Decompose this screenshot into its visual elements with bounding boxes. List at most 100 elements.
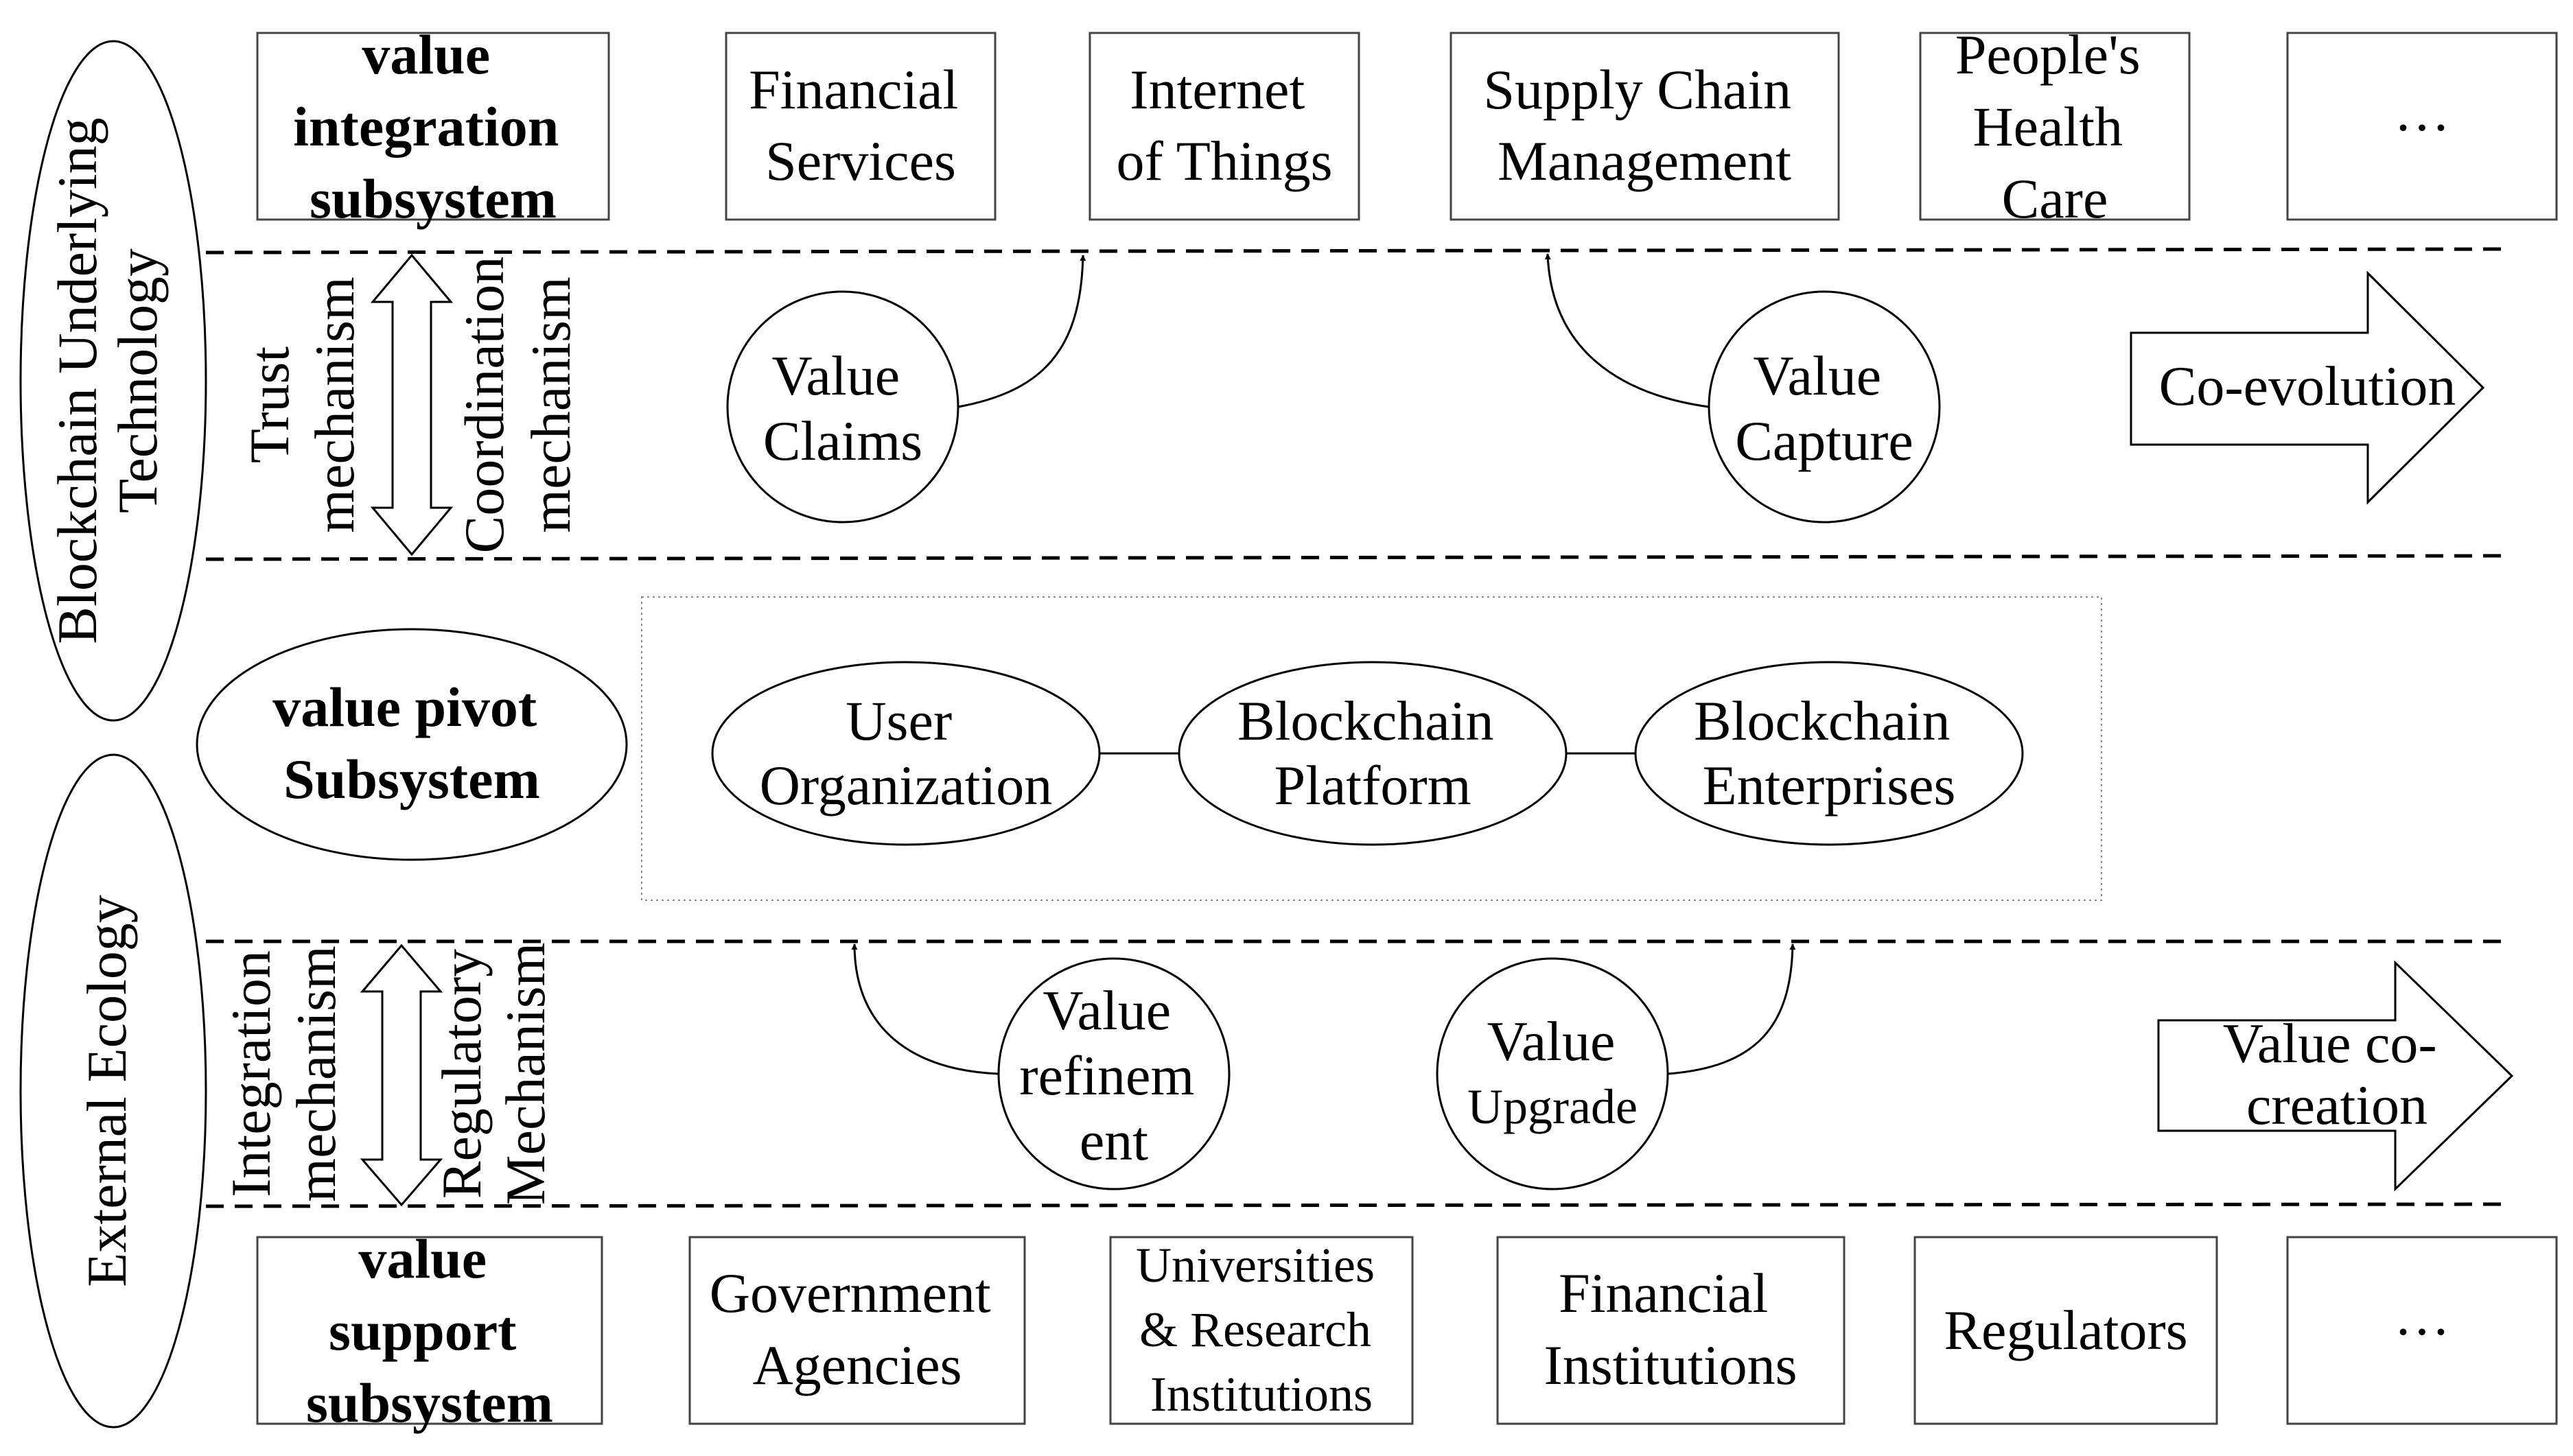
svg-text:Blockchain Enterprises: Blockchain Enterprises <box>1694 690 1964 817</box>
user-organization-node: User Organization <box>711 661 1101 846</box>
supply-chain-line1: Supply Chain <box>1483 58 1791 121</box>
integration-mechanism-line1: Integration <box>220 950 282 1197</box>
value-upgrade-arrow <box>1667 943 1796 1075</box>
svg-text:Technology: Technology <box>106 248 169 513</box>
co-evolution-label: Co-evolution <box>2159 355 2456 417</box>
lower-band: Integration mechanism Regulatory Mechani… <box>220 943 2514 1207</box>
trust-coordination-double-arrow <box>370 253 454 556</box>
svg-text:Financial Services: Financial Services <box>749 58 973 192</box>
svg-text:Internet of Things: Internet of Things <box>1116 58 1332 192</box>
value-integration-line1: value <box>362 23 490 86</box>
external-ecology-label: External Ecology <box>75 895 138 1287</box>
svg-text:Government Agencies: Government Agencies <box>710 1262 1005 1396</box>
value-upgrade-node: Value Upgrade <box>1436 957 1669 1190</box>
svg-text:User Organization: User Organization <box>760 690 1053 817</box>
health-care-line1: People's <box>1955 23 2141 86</box>
value-co-creation-arrow: Value co- creation <box>2157 960 2514 1192</box>
value-refinement-line2: refinem <box>1019 1044 1194 1107</box>
regulatory-mechanism-line1: Regulatory <box>430 949 493 1199</box>
blockchain-technology-label-line1: Blockchain Underlying <box>46 117 108 644</box>
value-claims-node: Value Claims <box>726 290 959 524</box>
regulators-box: Regulators <box>1913 1236 2218 1425</box>
value-upgrade-line1: Value <box>1487 1010 1616 1072</box>
svg-text:Value Claims: Value Claims <box>763 344 922 472</box>
svg-text:Value co- creation: Value co- creation <box>2223 1012 2451 1136</box>
user-organization-line1: User <box>846 690 952 752</box>
top-ellipsis: … <box>2394 80 2450 143</box>
blockchain-platform-node: Blockchain Platform <box>1178 661 1568 846</box>
separator-1 <box>205 247 2506 255</box>
financial-institutions-box: Financial Institutions <box>1496 1236 1846 1425</box>
svg-text:Integration: Integration <box>220 950 282 1197</box>
universities-line3: Institutions <box>1150 1367 1373 1422</box>
government-agencies-box: Government Agencies <box>688 1236 1026 1425</box>
separator-4 <box>205 1202 2506 1208</box>
upper-band: Trust mechanism Coordination mechanism V… <box>238 253 2485 556</box>
value-capture-line1: Value <box>1753 344 1881 407</box>
value-capture-node: Value Capture <box>1708 290 1941 524</box>
svg-text:Supply Chain Managemen: Supply Chain Management <box>1483 58 1805 192</box>
svg-text:Universities & Researc: Universities & Research Institutions <box>1136 1238 1387 1422</box>
svg-text:Trust: Trust <box>238 347 301 463</box>
universities-line2: & Research <box>1139 1302 1371 1357</box>
value-pivot-line1: value pivot <box>272 676 537 738</box>
value-support-line2: support <box>329 1300 516 1362</box>
value-support-line3: subsystem <box>306 1372 553 1434</box>
financial-services-line1: Financial <box>749 58 958 121</box>
svg-text:People's Health: People's Health Care <box>1955 23 2154 230</box>
svg-text:Financial Institutions: Financial Institutions <box>1544 1262 1797 1396</box>
regulatory-mechanism-line2: Mechanism <box>494 943 557 1206</box>
internet-of-things-box: Internet of Things <box>1088 32 1360 221</box>
svg-text:mechanism: mechanism <box>285 946 347 1201</box>
coordination-mechanism-line1: Coordination <box>453 257 515 554</box>
separator-2 <box>205 554 2506 561</box>
user-organization-line2: Organization <box>760 754 1053 817</box>
value-integration-line2: integration <box>293 95 559 158</box>
middle-band: value pivot Subsystem User Organization … <box>196 596 2102 901</box>
financial-services-line2: Services <box>765 130 956 192</box>
coordination-mechanism-line2: mechanism <box>520 277 582 532</box>
value-co-creation-line1: Value co- <box>2223 1012 2437 1075</box>
svg-text:Value Upgrade: Value Upgrade <box>1467 1010 1638 1134</box>
top-more-box: … <box>2286 32 2558 221</box>
value-pivot-subsystem-ellipse: value pivot Subsystem <box>196 628 628 861</box>
svg-text:Value Capture: Value Capture <box>1735 344 1913 472</box>
universities-line1: Universities <box>1136 1238 1375 1293</box>
government-agencies-line1: Government <box>710 1262 991 1324</box>
value-upgrade-line2: Upgrade <box>1467 1079 1638 1134</box>
trust-mechanism-line1: Trust <box>238 347 301 463</box>
universities-research-box: Universities & Research Institutions <box>1109 1236 1414 1425</box>
peoples-health-care-box: People's Health Care <box>1919 23 2191 230</box>
svg-text:Mechanism: Mechanism <box>494 943 557 1206</box>
blockchain-platform-line2: Platform <box>1274 754 1471 817</box>
bottom-ellipsis: … <box>2394 1284 2450 1347</box>
blockchain-underlying-technology-ellipse: Blockchain Underlying Technology <box>19 40 207 722</box>
svg-text:value support: value support subsystem <box>306 1228 553 1434</box>
top-row: value integration subsystem Financial Se… <box>256 23 2558 230</box>
svg-text:value pivot Subsystem: value pivot Subsystem <box>272 676 550 810</box>
value-co-creation-line2: creation <box>2246 1074 2428 1136</box>
external-ecology-ellipse: External Ecology <box>19 753 207 1429</box>
blockchain-platform-line1: Blockchain <box>1237 690 1493 752</box>
svg-text:Coordination: Coordination <box>453 257 515 554</box>
value-claims-arrow <box>957 255 1086 408</box>
value-capture-arrow <box>1544 253 1710 408</box>
svg-text:mechanism: mechanism <box>303 277 366 532</box>
financial-institutions-line2: Institutions <box>1544 1334 1797 1396</box>
regulators-label: Regulators <box>1944 1299 2187 1361</box>
financial-services-box: Financial Services <box>725 32 997 221</box>
pivot-dotted-frame <box>641 596 2102 901</box>
internet-of-things-line2: of Things <box>1116 130 1332 192</box>
svg-text:Blockchain Underlying: Blockchain Underlying <box>46 117 108 644</box>
bottom-more-box: … <box>2286 1236 2558 1425</box>
value-refinement-node: Value refinem ent <box>997 957 1231 1190</box>
svg-text:Regulatory: Regulatory <box>430 949 493 1199</box>
internet-of-things-line1: Internet <box>1130 58 1305 121</box>
value-support-subsystem-box: value support subsystem <box>256 1228 603 1434</box>
health-care-line2: Health <box>1972 95 2123 158</box>
value-refinement-arrow <box>851 943 999 1075</box>
svg-text:Value refinem: Value refinem ent <box>1019 979 1208 1172</box>
supply-chain-line2: Management <box>1498 130 1791 192</box>
bottom-row: value support subsystem Government Agenc… <box>256 1228 2558 1434</box>
